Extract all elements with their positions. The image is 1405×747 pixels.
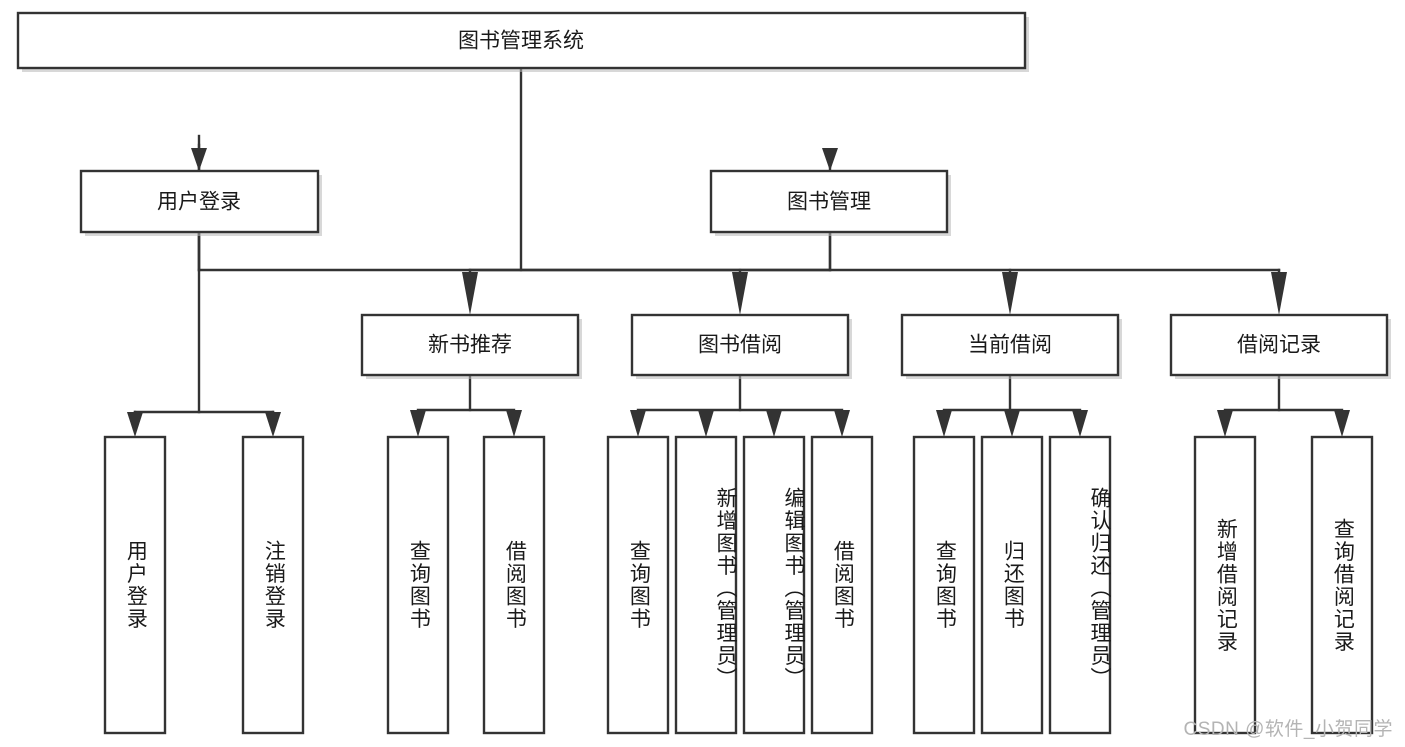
node-book-management[interactable]: 图书管理 bbox=[709, 169, 951, 236]
arrow-head-add-borrow-record bbox=[1217, 410, 1233, 437]
node-user-login-do-rect[interactable] bbox=[103, 435, 167, 735]
node-borrow-records-label: 借阅记录 bbox=[1237, 334, 1321, 357]
node-new-book-recommend[interactable]: 新书推荐 bbox=[360, 313, 582, 379]
arrow-head-add-book-admin bbox=[698, 410, 714, 437]
arrow-head-borrow-records bbox=[1271, 272, 1287, 315]
node-current-borrow[interactable]: 当前借阅 bbox=[900, 313, 1122, 379]
node-book-borrow-label: 图书借阅 bbox=[698, 334, 782, 357]
node-confirm-return-admin-rect[interactable] bbox=[1048, 435, 1112, 735]
node-new-book-recommend-rect[interactable] bbox=[360, 313, 580, 377]
arrow-head-borrow-book-2 bbox=[834, 410, 850, 437]
connector-group-root bbox=[191, 66, 838, 272]
connector-group-borrowrecords bbox=[1217, 373, 1350, 437]
arrow-head-return-book bbox=[1004, 410, 1020, 437]
node-user-login[interactable]: 用户登录 bbox=[79, 169, 322, 236]
arrow-head-current-borrow bbox=[1002, 272, 1018, 315]
node-user-logout-rect[interactable] bbox=[241, 435, 305, 735]
node-return-book-rect[interactable] bbox=[980, 435, 1044, 735]
node-borrow-records-rect[interactable] bbox=[1169, 313, 1389, 377]
arrow-head-userlogin bbox=[191, 148, 207, 171]
connector-group-currentborrow bbox=[936, 373, 1088, 437]
connector-group-bookmgmt bbox=[462, 230, 1287, 315]
node-book-management-rect[interactable] bbox=[709, 169, 949, 234]
arrow-head-edit-book-admin bbox=[766, 410, 782, 437]
arrow-head-query-borrow-record bbox=[1334, 410, 1350, 437]
node-current-borrow-label: 当前借阅 bbox=[968, 334, 1052, 357]
csdn-watermark: CSDN @软件_小贺同学 bbox=[1183, 719, 1393, 740]
arrow-head-query-book-2 bbox=[630, 410, 646, 437]
arrow-head-borrow-book-1 bbox=[506, 410, 522, 437]
arrow-head-user-logout bbox=[265, 412, 281, 437]
node-book-management-label: 图书管理 bbox=[787, 191, 871, 214]
node-new-book-recommend-label: 新书推荐 bbox=[428, 334, 512, 357]
node-query-book-1-rect[interactable] bbox=[386, 435, 450, 735]
arrow-head-user-login-do bbox=[127, 412, 143, 437]
node-edit-book-admin-rect[interactable] bbox=[742, 435, 806, 735]
node-user-login-rect[interactable] bbox=[79, 169, 320, 234]
arrow-head-bookmgmt bbox=[822, 148, 838, 171]
arrow-head-query-book-1 bbox=[410, 410, 426, 437]
node-add-borrow-record-rect[interactable] bbox=[1193, 435, 1257, 735]
node-book-borrow[interactable]: 图书借阅 bbox=[630, 313, 852, 379]
connector-group-userlogin bbox=[127, 230, 281, 437]
leaf-rects bbox=[103, 435, 1374, 735]
node-query-book-2-rect[interactable] bbox=[606, 435, 670, 735]
node-borrow-book-1-rect[interactable] bbox=[482, 435, 546, 735]
node-root-rect[interactable] bbox=[16, 11, 1027, 70]
node-root-label: 图书管理系统 bbox=[458, 30, 584, 53]
node-book-borrow-rect[interactable] bbox=[630, 313, 850, 377]
node-borrow-records[interactable]: 借阅记录 bbox=[1169, 313, 1391, 379]
connector-group-newbook bbox=[410, 373, 522, 437]
node-query-borrow-record-rect[interactable] bbox=[1310, 435, 1374, 735]
node-root[interactable]: 图书管理系统 bbox=[16, 11, 1029, 72]
arrow-head-book-borrow bbox=[732, 272, 748, 315]
arrow-head-query-book-3 bbox=[936, 410, 952, 437]
arrow-head-confirm-return-admin bbox=[1072, 410, 1088, 437]
arrow-head-new-book-recommend bbox=[462, 272, 478, 315]
node-query-book-3-rect[interactable] bbox=[912, 435, 976, 735]
node-add-book-admin-rect[interactable] bbox=[674, 435, 738, 735]
node-current-borrow-rect[interactable] bbox=[900, 313, 1120, 377]
node-borrow-book-2-rect[interactable] bbox=[810, 435, 874, 735]
connector-group-bookborrow bbox=[630, 373, 850, 437]
node-user-login-label: 用户登录 bbox=[157, 191, 241, 214]
